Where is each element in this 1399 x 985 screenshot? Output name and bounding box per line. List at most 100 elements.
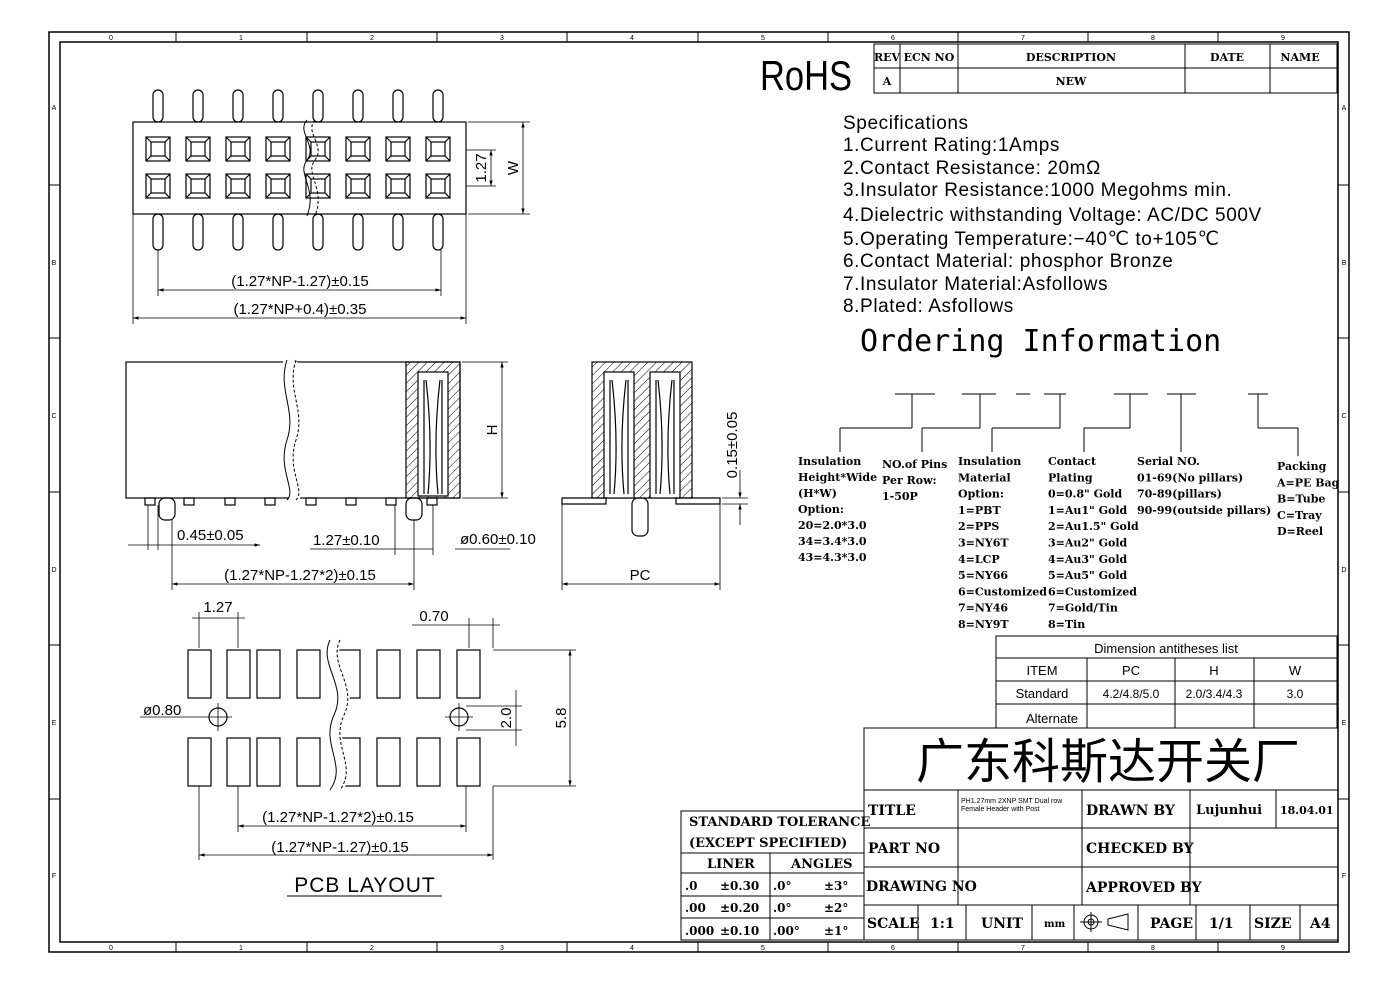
pcb-pad [187, 649, 212, 699]
contact-cell-inner [310, 178, 326, 194]
part-no-label: PART NO [868, 841, 940, 857]
ordering-line: NO.of Pins [882, 458, 947, 471]
grid-col-label: 5 [761, 945, 765, 952]
name-header: NAME [1280, 51, 1319, 64]
tolerance-cell: ±0.20 [720, 901, 759, 915]
contact-cell [385, 173, 411, 199]
page-value: 1/1 [1209, 916, 1234, 932]
ordering-line: 01-69(No pillars) [1137, 471, 1243, 484]
rev-header: REV [874, 51, 901, 64]
drawing-no-label: DRAWING NO [866, 879, 977, 895]
contact-cell-inner [270, 141, 286, 157]
pcb-dim-span-outer: (1.27*NP-1.27)±0.15 [271, 839, 408, 856]
tolerance-cell: .0 [685, 879, 698, 893]
contact-cell-inner [150, 178, 166, 194]
grid-col-label: 3 [500, 945, 504, 952]
contact-cell [145, 136, 171, 162]
contact-cell-bevel [385, 173, 411, 199]
grid-row-label: F [1342, 873, 1346, 880]
ordering-line: Contact [1048, 455, 1097, 468]
ordering-line: 3=Au2" Gold [1048, 537, 1128, 550]
ordering-line: 20=2.0*3.0 [798, 519, 867, 532]
contact-cell-bevel [145, 173, 171, 199]
grid-col-label: 6 [891, 945, 895, 952]
foot-pad [224, 497, 236, 506]
ordering-line: 6=Customized [958, 585, 1047, 598]
grid-col-label: 9 [1281, 945, 1285, 952]
ordering-line: D=Reel [1277, 525, 1323, 538]
tolerance-cell: ±0.10 [720, 924, 759, 938]
dim-header-w: W [1289, 663, 1302, 678]
grid-row-label: D [51, 567, 56, 574]
rev-value: A [882, 75, 892, 88]
grid-row-label: B [52, 260, 57, 267]
grid-col-label: 8 [1151, 945, 1155, 952]
contact-cell-inner [350, 141, 366, 157]
contact-cell-inner [310, 141, 326, 157]
foot-pad [426, 497, 438, 506]
pcb-pad [376, 649, 401, 699]
ordering-line: Insulation [798, 455, 861, 468]
ordering-line: 3=NY6T [958, 537, 1009, 550]
specs-title: Specifications [843, 113, 969, 134]
pcb-dim-hole: ø0.80 [143, 702, 181, 719]
foot-pad [183, 497, 195, 506]
scale-value: 1:1 [930, 916, 955, 932]
contact-cell-bevel [145, 136, 171, 162]
unit-label: UNIT [981, 916, 1024, 932]
title-block: 广东科斯达开关厂 TITLE DRAWN BY Lujunhui 18.04.0… [863, 727, 1339, 941]
contact-cell-bevel [305, 136, 331, 162]
ordering-line: 8=NY9T [958, 618, 1009, 631]
contact-cell [345, 136, 371, 162]
dim-np-plus: (1.27*NP+0.4)±0.35 [234, 301, 367, 318]
pcb-pad [256, 737, 281, 787]
pin [232, 213, 244, 251]
title-description-line: Female Header with Post [961, 806, 1040, 813]
tolerance-cell: ±1° [824, 924, 848, 938]
spec-item: 3.Insulator Resistance:1000 Megohms min. [843, 180, 1232, 201]
contact-cell-bevel [265, 136, 291, 162]
grid-col-label: 1 [239, 35, 243, 42]
contact-cell-inner [390, 178, 406, 194]
contact-cell-inner [390, 141, 406, 157]
tolerance-cell: ±0.30 [720, 879, 759, 893]
spec-item: 1.Current Rating:1Amps [843, 135, 1060, 156]
pcb-dim-total-height: 5.8 [553, 708, 570, 729]
pcb-pad [226, 737, 251, 787]
contact-cell-inner [430, 178, 446, 194]
pin [352, 213, 364, 251]
pcb-layout-title: PCB LAYOUT [294, 874, 435, 897]
ordering-line: Serial NO. [1137, 455, 1200, 468]
rohs-logo: RoHS [760, 52, 852, 99]
grid-row-label: C [51, 413, 56, 420]
end-view [561, 361, 748, 590]
contact-cell [185, 136, 211, 162]
ordering-leaders [839, 393, 1299, 456]
size-value: A4 [1309, 916, 1331, 932]
ordering-line: Plating [1048, 471, 1093, 484]
pin [232, 89, 244, 123]
tolerance-subtitle: (EXCEPT SPECIFIED) [689, 836, 847, 851]
dim-pitch-tol: 1.27±0.10 [313, 532, 380, 549]
contact-cell [185, 173, 211, 199]
pin [352, 89, 364, 123]
contact-cell-bevel [185, 173, 211, 199]
date-header: DATE [1210, 51, 1244, 64]
contact-cell-bevel [425, 136, 451, 162]
pin [192, 89, 204, 123]
pcb-pad [256, 649, 281, 699]
ordering-line: 1=PBT [958, 504, 1001, 517]
ordering-line: 5=NY66 [958, 569, 1008, 582]
contact-cell [345, 173, 371, 199]
ordering-line: Packing [1277, 460, 1327, 473]
grid-row-label: A [1342, 105, 1347, 112]
pcb-pad [226, 649, 251, 699]
ordering-line: 90-99(outside pillars) [1137, 504, 1271, 517]
grid-col-label: 0 [109, 945, 113, 952]
angles-header: ANGLES [790, 857, 853, 872]
pcb-pad [296, 737, 321, 787]
foot-pad [305, 497, 317, 506]
ecn-header: ECN NO [904, 51, 955, 64]
